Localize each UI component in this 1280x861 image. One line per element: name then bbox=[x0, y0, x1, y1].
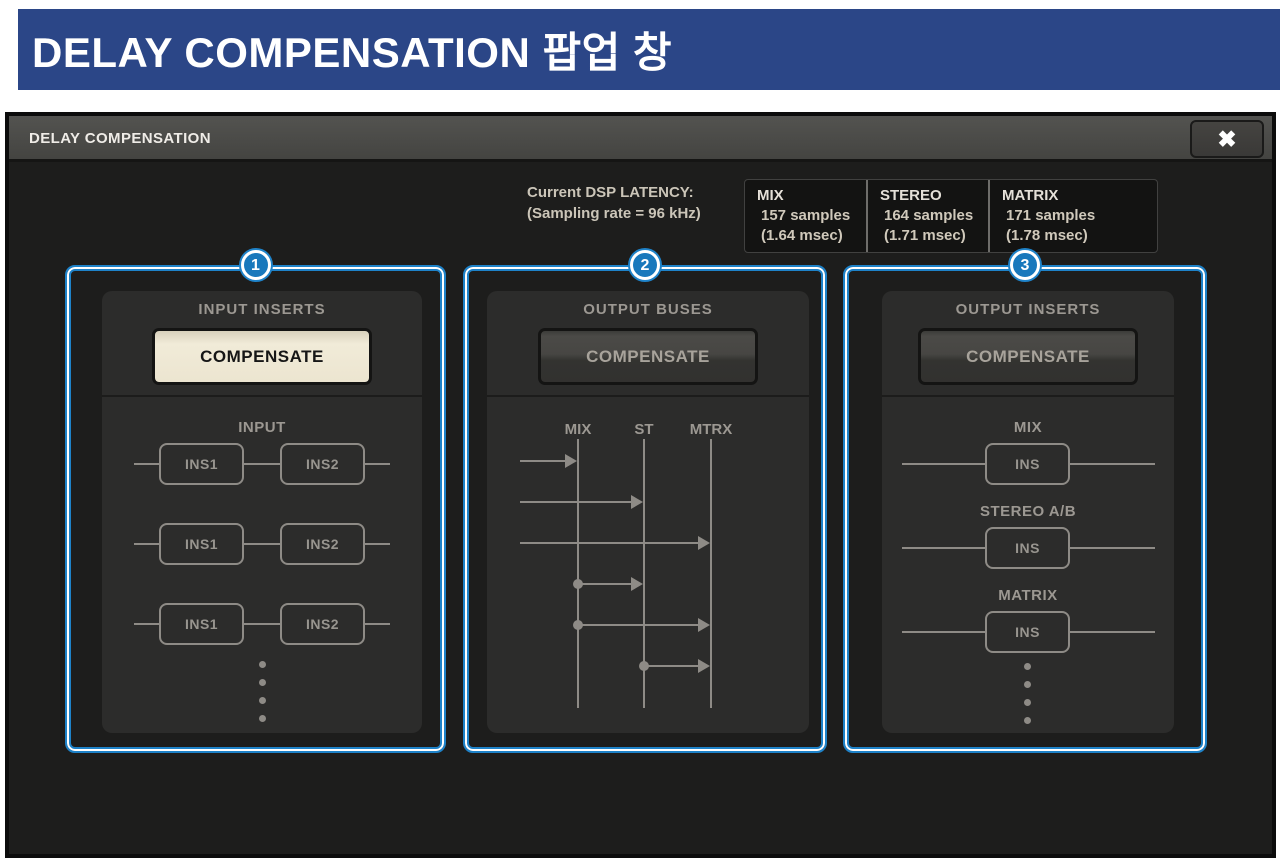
ellipsis-dot bbox=[1024, 681, 1031, 688]
ins2-box: INS2 bbox=[280, 603, 365, 645]
input-inserts-panel: INPUT INSERTS COMPENSATE INPUT INS1 INS2… bbox=[102, 291, 422, 733]
ellipsis-dot bbox=[259, 697, 266, 704]
wire bbox=[134, 463, 159, 465]
callout-badge-2: 2 bbox=[630, 250, 660, 280]
wire bbox=[902, 631, 985, 633]
popup-title-bar: DELAY COMPENSATION bbox=[9, 116, 1272, 162]
ins2-box: INS2 bbox=[280, 523, 365, 565]
matrix-ins-box: INS bbox=[985, 611, 1070, 653]
signal-arrow-to-mix bbox=[520, 454, 577, 468]
latency-samples: 157 samples bbox=[761, 207, 851, 224]
latency-bus-name: MATRIX bbox=[1002, 187, 1059, 204]
output-buses-compensate-button[interactable]: COMPENSATE bbox=[538, 328, 758, 385]
ellipsis-dot bbox=[1024, 699, 1031, 706]
stereo-ins-box: INS bbox=[985, 527, 1070, 569]
bus-label-mtrx: MTRX bbox=[689, 421, 733, 438]
mtrx-bus-line bbox=[710, 439, 712, 708]
wire bbox=[902, 463, 985, 465]
dsp-latency-line2: (Sampling rate = 96 kHz) bbox=[527, 205, 701, 222]
st-bus-line bbox=[643, 439, 645, 708]
latency-cell-matrix: MATRIX 171 samples (1.78 msec) bbox=[988, 180, 1157, 252]
wire bbox=[134, 623, 159, 625]
dsp-latency-label: Current DSP LATENCY: (Sampling rate = 96… bbox=[527, 182, 701, 224]
wire bbox=[1070, 463, 1155, 465]
latency-bus-name: STEREO bbox=[880, 187, 942, 204]
wire bbox=[1070, 547, 1155, 549]
callout-badge-3: 3 bbox=[1010, 250, 1040, 280]
latency-cell-stereo: STEREO 164 samples (1.71 msec) bbox=[866, 180, 988, 252]
ellipsis-dot bbox=[1024, 717, 1031, 724]
ellipsis-dot bbox=[259, 679, 266, 686]
delay-compensation-popup: DELAY COMPENSATION ✖ Current DSP LATENCY… bbox=[5, 112, 1276, 858]
ellipsis-dot bbox=[1024, 663, 1031, 670]
junction-dot bbox=[573, 620, 583, 630]
wire bbox=[365, 463, 390, 465]
close-button[interactable]: ✖ bbox=[1190, 120, 1264, 158]
dsp-latency-line1: Current DSP LATENCY: bbox=[527, 184, 694, 201]
signal-arrow-st-to-mtrx bbox=[644, 659, 710, 673]
wire bbox=[244, 463, 280, 465]
signal-arrow-to-st bbox=[520, 495, 643, 509]
latency-msec: (1.71 msec) bbox=[884, 227, 966, 244]
output-buses-label: OUTPUT BUSES bbox=[583, 301, 713, 318]
bus-label-st: ST bbox=[634, 421, 654, 438]
junction-dot bbox=[573, 579, 583, 589]
latency-samples: 164 samples bbox=[884, 207, 974, 224]
ins2-box: INS2 bbox=[280, 443, 365, 485]
signal-arrow-mix-to-mtrx bbox=[578, 618, 710, 632]
latency-msec: (1.78 msec) bbox=[1006, 227, 1088, 244]
output-inserts-header: OUTPUT INSERTS COMPENSATE bbox=[882, 291, 1174, 397]
input-inserts-diagram: INPUT INS1 INS2 INS1 INS2 INS1 INS2 bbox=[102, 399, 422, 733]
ins1-box: INS1 bbox=[159, 443, 244, 485]
latency-bus-name: MIX bbox=[757, 187, 784, 204]
bus-label-mix: MIX bbox=[564, 421, 592, 438]
latency-cell-mix: MIX 157 samples (1.64 msec) bbox=[745, 180, 866, 252]
wire bbox=[244, 543, 280, 545]
doc-title-banner: DELAY COMPENSATION 팝업 창 bbox=[18, 9, 1280, 90]
input-inserts-header: INPUT INSERTS COMPENSATE bbox=[102, 291, 422, 397]
callout-section-output-inserts: 3 OUTPUT INSERTS COMPENSATE MIX INS STER… bbox=[843, 250, 1207, 753]
wire bbox=[902, 547, 985, 549]
ins1-box: INS1 bbox=[159, 523, 244, 565]
callout-badge-1: 1 bbox=[240, 250, 271, 280]
wire bbox=[1070, 631, 1155, 633]
insert-label-mix: MIX bbox=[1013, 419, 1043, 436]
input-diagram-label: INPUT bbox=[238, 419, 286, 436]
junction-dot bbox=[639, 661, 649, 671]
wire bbox=[244, 623, 280, 625]
insert-label-stereo: STEREO A/B bbox=[979, 503, 1077, 520]
output-buses-header: OUTPUT BUSES COMPENSATE bbox=[487, 291, 809, 397]
signal-arrow-to-mtrx bbox=[520, 536, 710, 550]
output-inserts-label: OUTPUT INSERTS bbox=[955, 301, 1101, 318]
callout-section-output-buses: 2 OUTPUT BUSES COMPENSATE MIX ST MTRX bbox=[463, 250, 827, 753]
page-title: DELAY COMPENSATION 팝업 창 bbox=[32, 29, 673, 76]
close-icon: ✖ bbox=[1217, 125, 1237, 152]
output-buses-diagram: MIX ST MTRX bbox=[487, 399, 809, 733]
output-inserts-compensate-button[interactable]: COMPENSATE bbox=[918, 328, 1138, 385]
ins1-box: INS1 bbox=[159, 603, 244, 645]
mix-bus-line bbox=[577, 439, 579, 708]
wire bbox=[365, 623, 390, 625]
wire bbox=[134, 543, 159, 545]
input-inserts-label: INPUT INSERTS bbox=[198, 301, 326, 318]
ellipsis-dot bbox=[259, 715, 266, 722]
latency-readout: MIX 157 samples (1.64 msec) STEREO 164 s… bbox=[744, 179, 1158, 253]
popup-title: DELAY COMPENSATION bbox=[29, 130, 211, 147]
output-inserts-diagram: MIX INS STEREO A/B INS MATRIX INS bbox=[882, 399, 1174, 733]
latency-msec: (1.64 msec) bbox=[761, 227, 843, 244]
signal-arrow-mix-to-st bbox=[578, 577, 643, 591]
ellipsis-dot bbox=[259, 661, 266, 668]
insert-label-matrix: MATRIX bbox=[998, 587, 1058, 604]
wire bbox=[365, 543, 390, 545]
callout-section-input-inserts: 1 INPUT INSERTS COMPENSATE INPUT INS1 IN… bbox=[65, 250, 446, 753]
latency-samples: 171 samples bbox=[1006, 207, 1096, 224]
output-inserts-panel: OUTPUT INSERTS COMPENSATE MIX INS STEREO… bbox=[882, 291, 1174, 733]
input-inserts-compensate-button[interactable]: COMPENSATE bbox=[152, 328, 372, 385]
output-buses-panel: OUTPUT BUSES COMPENSATE MIX ST MTRX bbox=[487, 291, 809, 733]
mix-ins-box: INS bbox=[985, 443, 1070, 485]
